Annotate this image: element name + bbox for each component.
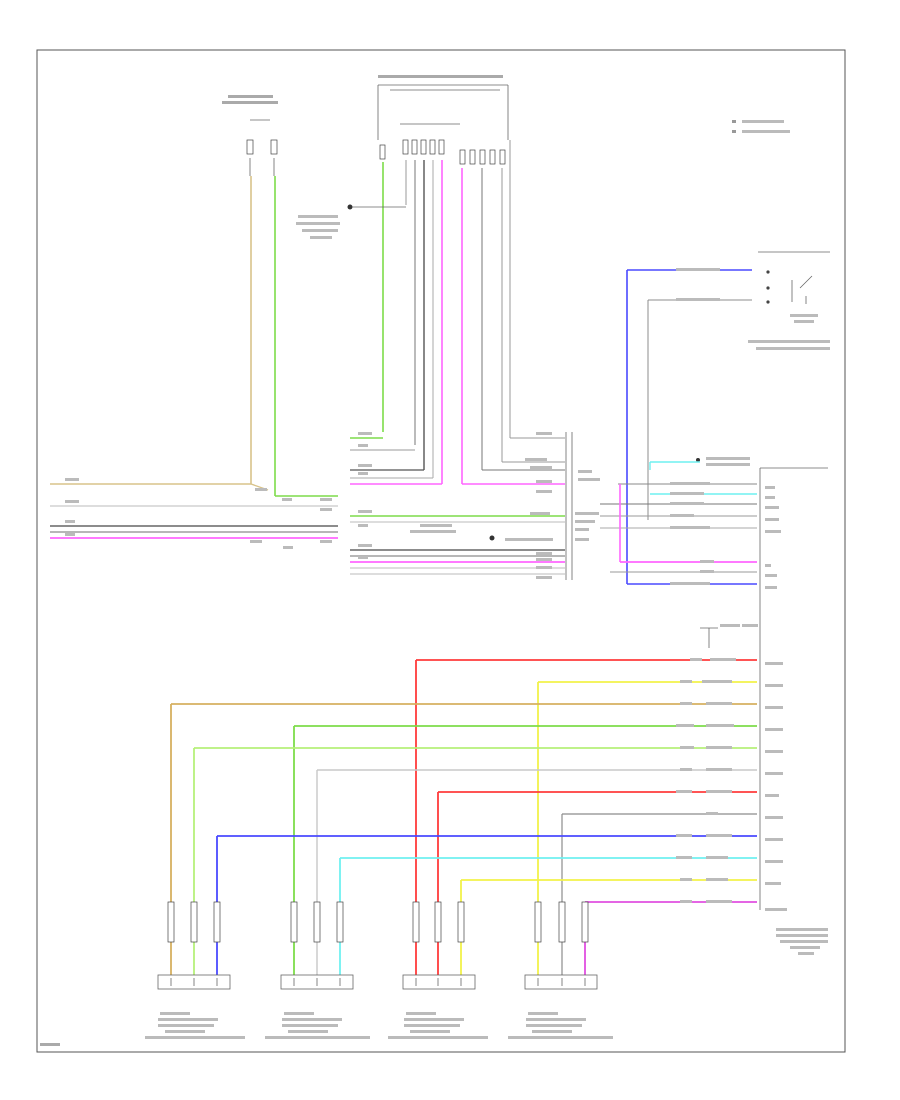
top-center-connector (377, 75, 509, 165)
switch-label (748, 314, 830, 350)
sensor-connector-3 (388, 901, 488, 1039)
footer-code (40, 1043, 60, 1046)
legend-block (732, 120, 790, 133)
right-lower-connector-label (765, 908, 828, 955)
sensor-connector-1 (145, 901, 245, 1039)
splice-dot-icon (489, 535, 495, 541)
right-upper-connector (696, 457, 828, 910)
left-bundle-labels (65, 478, 332, 549)
junction-connector (565, 432, 600, 580)
middle-labels (358, 432, 553, 579)
right-lower-pin-labels (676, 658, 783, 903)
right-upper-pin-labels (670, 482, 781, 589)
top-left-connector (246, 119, 278, 176)
center-note-label (296, 204, 406, 239)
sensor-connector-2 (265, 901, 370, 1039)
sensor-connector-4 (508, 901, 613, 1039)
ground-symbol-icon (700, 624, 758, 648)
diagram-frame (36, 49, 846, 1053)
lumbar-label (222, 95, 278, 104)
switch-icon (766, 270, 813, 304)
splice-dot-icon (347, 204, 353, 210)
